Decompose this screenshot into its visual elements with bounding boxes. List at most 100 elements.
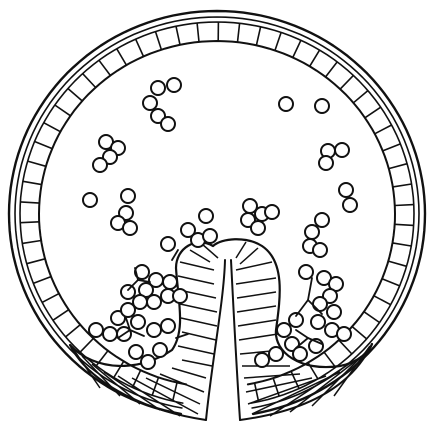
plate-cell-boundary	[178, 346, 214, 354]
plate-cell-boundary	[239, 334, 278, 340]
wall-cell-boundary	[22, 241, 41, 244]
plate-cell-boundary	[182, 360, 212, 366]
plate-cell-boundary	[104, 372, 160, 410]
wall-cell-boundary	[23, 181, 42, 184]
free-cell	[305, 225, 319, 239]
free-cell	[203, 229, 217, 243]
plate-cell-boundary	[290, 356, 362, 412]
plate-cell-boundary	[190, 250, 210, 262]
plate-cell-boundary	[181, 318, 217, 326]
wall-cell-boundary	[395, 205, 414, 206]
free-cell	[121, 189, 135, 203]
free-cell	[279, 97, 293, 111]
free-cell	[141, 355, 155, 369]
free-cell	[251, 221, 265, 235]
free-cell	[269, 347, 283, 361]
wall-cell-boundary	[293, 40, 301, 57]
wall-cell-boundary	[99, 60, 110, 75]
plate-cell-boundary	[180, 304, 217, 312]
free-cell	[89, 323, 103, 337]
wall-cell-boundary	[176, 26, 180, 45]
wall-cell-boundary	[55, 105, 71, 116]
free-cell	[199, 209, 213, 223]
plate-cell-boundary	[180, 262, 214, 270]
wall-cell-boundary	[33, 277, 51, 284]
wall-cell-boundary	[256, 27, 260, 46]
wall-cell-boundary	[375, 125, 392, 134]
wall-cell-boundary	[197, 23, 199, 42]
free-cell	[129, 345, 143, 359]
free-cell	[337, 327, 351, 341]
plate-cell-boundary	[178, 276, 214, 284]
free-cell	[311, 315, 325, 329]
wall-cell-boundary	[388, 261, 406, 266]
stellate-cell	[130, 330, 144, 336]
plate-cell-boundary	[236, 278, 276, 284]
free-cell	[83, 193, 97, 207]
wall-cell-boundary	[20, 202, 39, 203]
outer-cell-wall	[9, 11, 425, 414]
wall-cell-boundary	[117, 49, 127, 65]
wall-cell-boundary	[238, 23, 240, 42]
free-cell	[147, 295, 161, 309]
free-cell	[121, 285, 135, 299]
free-cell	[255, 353, 269, 367]
free-cell	[123, 221, 137, 235]
wall-cell-boundary	[27, 259, 45, 264]
wall-cell-boundary	[364, 312, 380, 323]
free-cell	[163, 275, 177, 289]
free-cell	[313, 243, 327, 257]
wall-cell-boundary	[80, 338, 93, 352]
plate-cell-boundary	[244, 374, 300, 378]
wall-cell-boundary	[35, 142, 53, 149]
wall-cell-boundary	[53, 310, 69, 321]
plate-cell-boundary	[74, 350, 100, 388]
wall-ring-0	[9, 11, 425, 414]
plate-cell-boundary	[202, 244, 218, 258]
free-cell	[299, 265, 313, 279]
plate-cell-boundary	[132, 378, 198, 414]
wall-cell-boundary	[255, 383, 259, 402]
plate-cell-boundary	[236, 242, 246, 258]
stellate-cell	[296, 278, 312, 316]
wall-cell-boundary	[382, 279, 400, 286]
wall-cell-boundary	[352, 327, 366, 339]
wall-cell-boundary	[374, 296, 391, 305]
plate-cell-boundary	[172, 368, 206, 378]
free-cell	[313, 297, 327, 311]
wall-cell-boundary	[156, 32, 162, 50]
wall-cell-boundary	[114, 361, 124, 377]
wall-cell-boundary	[340, 75, 353, 89]
free-cell	[161, 237, 175, 251]
free-cell	[315, 99, 329, 113]
wall-cell-boundary	[44, 123, 61, 132]
free-cell	[103, 327, 117, 341]
plate-cell-boundary	[240, 248, 258, 264]
wall-cell-boundary	[66, 325, 81, 337]
wall-cell-boundary	[42, 294, 59, 303]
free-cell	[319, 156, 333, 170]
wall-cell-boundary	[353, 91, 368, 103]
wall-cell-boundary	[275, 33, 281, 51]
wall-cell-boundary	[28, 161, 46, 166]
wall-cell-boundary	[136, 39, 144, 56]
free-cell	[293, 347, 307, 361]
free-cell	[343, 198, 357, 212]
free-cell	[143, 96, 157, 110]
free-cell	[153, 343, 167, 357]
free-cell	[147, 323, 161, 337]
free-cell	[151, 81, 165, 95]
free-cell	[339, 183, 353, 197]
free-cell	[327, 305, 341, 319]
wall-cell-boundary	[365, 107, 381, 118]
free-cell	[93, 158, 107, 172]
wall-cell-boundary	[68, 89, 82, 102]
plate-cell-boundary	[237, 292, 276, 298]
free-cell	[335, 143, 349, 157]
wall-cell-boundary	[324, 352, 336, 367]
plate-cell-boundary	[92, 364, 140, 404]
free-cell	[277, 323, 291, 337]
free-cell	[161, 319, 175, 333]
wall-cell-boundary	[310, 50, 320, 66]
wall-cell-boundary	[395, 224, 414, 225]
